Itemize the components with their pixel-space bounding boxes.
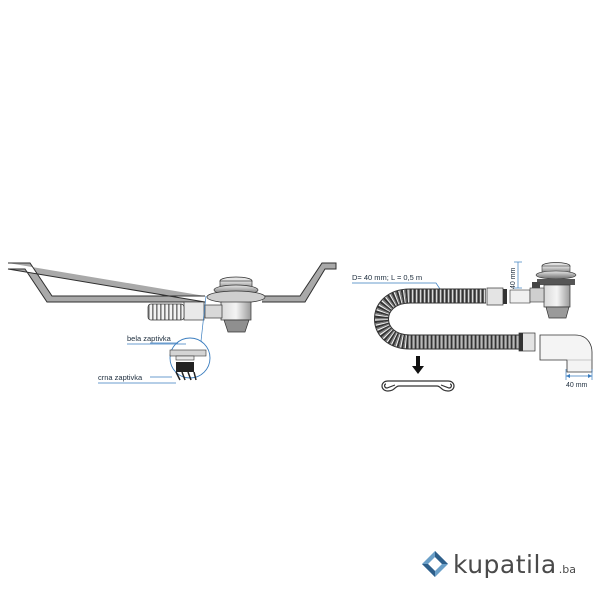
bathtub-section <box>7 262 337 303</box>
drain-body-right <box>529 262 577 319</box>
dim-bottom-label: 40 mm <box>566 382 588 389</box>
right-diagram: D= 40 mm; L = 0,5 m 40 mm <box>352 261 593 392</box>
ribbed-hose-left <box>147 303 185 321</box>
hose-spec-label: D= 40 mm; L = 0,5 m <box>352 273 422 282</box>
gasket-detail <box>169 349 207 381</box>
left-diagram: bela zaptivka crna zaptivka <box>7 262 337 384</box>
diamond-logo-icon <box>422 551 448 577</box>
logo-tld: .ba <box>558 563 576 576</box>
drain-plug <box>204 276 266 333</box>
logo-wordmark: kupatila <box>453 549 557 579</box>
arrow-down-icon <box>412 356 424 374</box>
elbow-outlet <box>539 334 593 373</box>
bent-hose-shape-icon <box>381 380 455 392</box>
overflow-connector <box>183 301 205 321</box>
dim-vertical-label: 40 mm <box>510 267 517 289</box>
label-white-gasket: bela zaptivka <box>127 334 172 343</box>
hose-fitting-upper <box>486 287 504 306</box>
label-black-gasket: crna zaptivka <box>98 373 143 382</box>
brand-logo[interactable]: kupatila .ba <box>420 547 590 581</box>
